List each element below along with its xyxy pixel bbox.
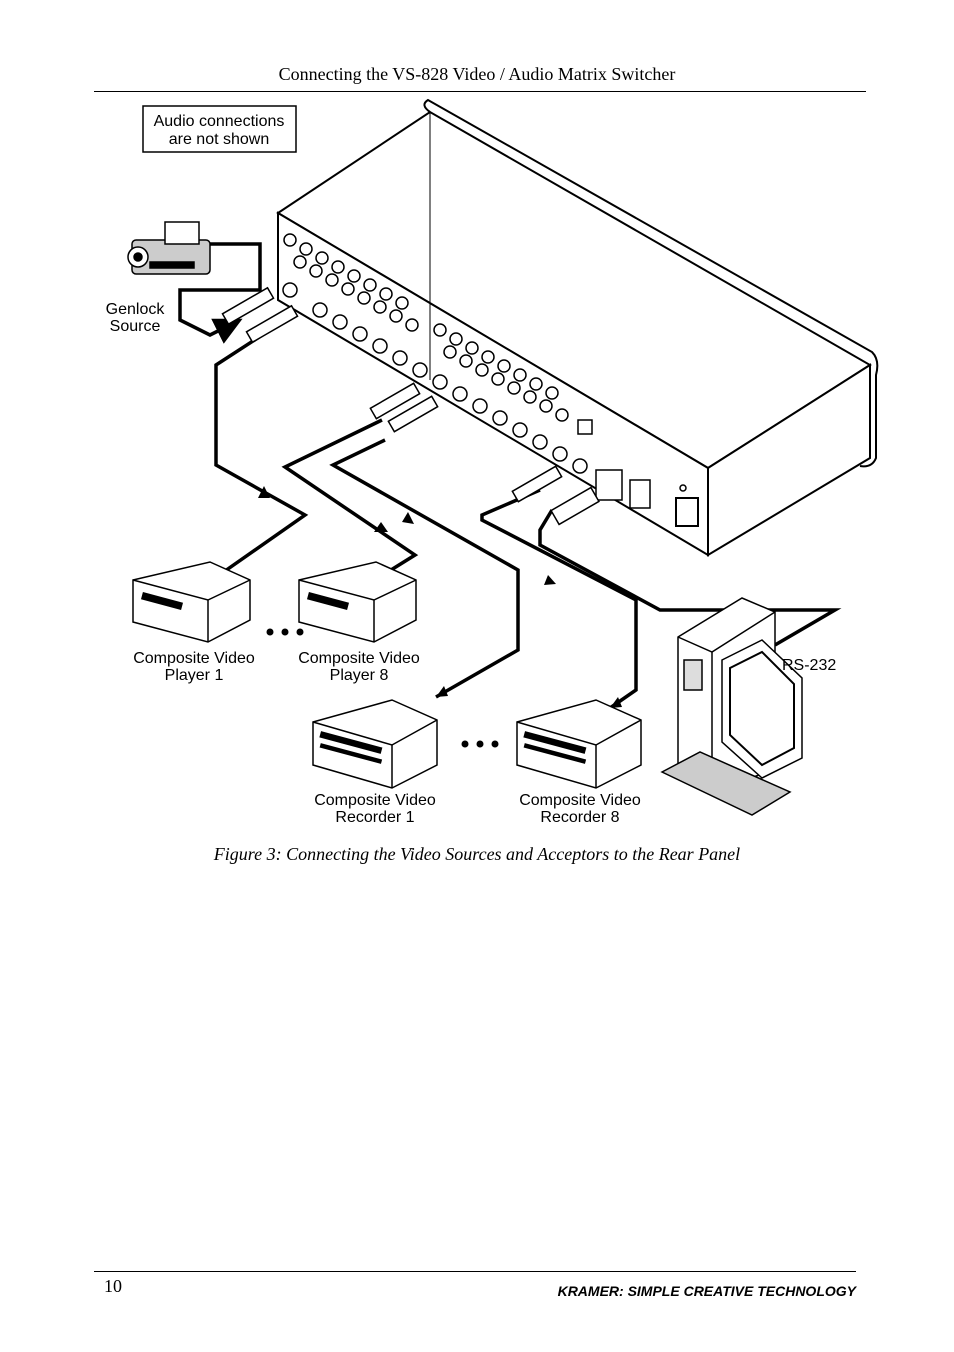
footer-rule	[94, 1271, 856, 1272]
rs232-label: RS-232	[782, 657, 836, 674]
player-ellipsis	[266, 628, 304, 636]
player-1-label-2: Player 1	[165, 667, 224, 684]
player-1-label-1: Composite Video	[133, 650, 255, 667]
vs-828-switcher-unit	[276, 98, 879, 557]
recorder-8-label-2: Recorder 8	[540, 809, 619, 826]
cable-set	[178, 242, 842, 710]
figure-caption: Figure 3: Connecting the Video Sources a…	[213, 844, 741, 864]
cable-arrows	[258, 486, 622, 708]
pc-computer-icon	[660, 597, 803, 816]
power-socket	[675, 497, 699, 527]
recorder-1-device	[312, 699, 438, 789]
recorder-8-device	[516, 699, 642, 789]
player-8-device	[298, 561, 417, 643]
recorder-ellipsis	[461, 740, 499, 748]
bnc-connector-array	[282, 233, 588, 474]
rs232-port	[595, 469, 623, 501]
camcorder-icon	[127, 221, 211, 275]
player-8-label-1: Composite Video	[298, 650, 420, 667]
recorder-1-label-1: Composite Video	[314, 792, 436, 809]
footer-brand: KRAMER: SIMPLE CREATIVE TECHNOLOGY	[557, 1283, 856, 1299]
audio-note-box: Audio connections are not shown	[142, 105, 297, 153]
genlock-label-2: Source	[110, 318, 161, 335]
dip-switch	[629, 479, 651, 509]
connection-diagram: Audio connections are not shown	[106, 98, 879, 826]
recorder-8-label-1: Composite Video	[519, 792, 641, 809]
player-1-device	[132, 561, 251, 643]
bnc-plugs	[221, 286, 600, 526]
genlock-label-1: Genlock	[106, 301, 166, 318]
note-line-2: are not shown	[169, 131, 270, 148]
running-header: Connecting the VS-828 Video / Audio Matr…	[278, 64, 676, 84]
player-8-label-2: Player 8	[330, 667, 389, 684]
header-rule	[94, 91, 866, 92]
recorder-1-label-2: Recorder 1	[335, 809, 414, 826]
page-number: 10	[104, 1276, 122, 1296]
note-line-1: Audio connections	[154, 113, 285, 130]
rs485-terminal	[577, 419, 593, 435]
